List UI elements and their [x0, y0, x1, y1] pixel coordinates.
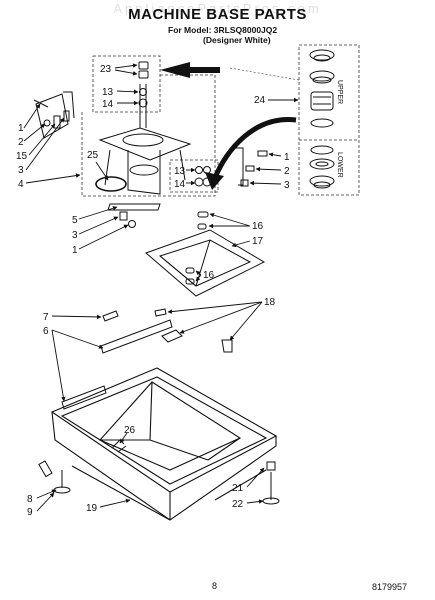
callout-6: 6: [43, 326, 49, 337]
leveling-foot-left: [38, 460, 71, 494]
document-number: 8179957: [372, 582, 408, 592]
callout-14-mid: 14: [174, 179, 186, 190]
curved-arrow-head: [205, 172, 224, 190]
callout-21: 21: [232, 483, 244, 494]
bearing-kit-box: [298, 44, 360, 196]
callout-3-right: 3: [284, 180, 290, 191]
callout-17: 17: [252, 236, 264, 247]
callout-2-right: 2: [284, 166, 290, 177]
callout-3-left: 3: [18, 165, 24, 176]
callout-9: 9: [27, 507, 33, 518]
callout-7: 7: [43, 312, 49, 323]
callout-19: 19: [86, 503, 98, 514]
callout-5: 5: [72, 215, 78, 226]
callout-16-top: 16: [252, 221, 264, 232]
watermark-text: AppliancePartsPros.com: [113, 1, 322, 16]
callout-16-lower: 16: [203, 270, 215, 281]
part-6-rails: [61, 319, 173, 410]
machine-base-frame: [50, 367, 278, 521]
callout-25: 25: [87, 150, 99, 161]
dashed-leader-to-bearing-kit: [229, 67, 300, 81]
callout-box-23-13-14: [92, 55, 161, 113]
variant-line: (Designer White): [203, 35, 271, 45]
lower-bearing-parts: [309, 145, 335, 189]
callout-2-left: 2: [18, 137, 24, 148]
curved-arrow-to-hub: [212, 117, 297, 179]
leader-lines: [23, 63, 299, 512]
part-16-clips: [185, 211, 209, 285]
part-18-clips: [154, 308, 233, 353]
callout-14-top: 14: [102, 99, 114, 110]
agitator-bracket-5-3-1: [107, 203, 161, 228]
callout-18: 18: [264, 297, 276, 308]
callout-1-left: 1: [18, 123, 24, 134]
upper-side-label: UPPER: [336, 80, 343, 104]
callout-4: 4: [18, 179, 24, 190]
right-clip-parts: [235, 147, 268, 187]
callout-22: 22: [232, 499, 244, 510]
box-parts-23-13-14: [138, 61, 149, 108]
callout-13-mid: 13: [174, 166, 186, 177]
leveling-foot-right: [262, 461, 280, 505]
page-title: MACHINE BASE PARTS: [128, 6, 307, 23]
part-7-clip: [102, 310, 119, 322]
callout-1-right: 1: [284, 152, 290, 163]
callout-23: 23: [100, 64, 112, 75]
callout-24: 24: [254, 95, 266, 106]
drive-seal-ring: [95, 176, 127, 192]
lower-side-label: LOWER: [336, 152, 343, 178]
callout-8: 8: [27, 494, 33, 505]
part-17-frame: [145, 229, 266, 297]
callout-13-top: 13: [102, 87, 114, 98]
callout-26: 26: [124, 425, 136, 436]
page-number: 8: [212, 581, 218, 591]
upper-bearing-parts: [309, 49, 335, 128]
callout-3-mid: 3: [72, 230, 78, 241]
agitator-drive-dashed-outline: [81, 74, 219, 197]
callout-1-mid: 1: [72, 245, 78, 256]
pointer-arrow-top: [160, 62, 220, 78]
callout-15: 15: [16, 151, 28, 162]
callout-numbers: 23 13 14 1 2 15 3 4 25 24 13 14 1 2 3 5 …: [16, 64, 290, 518]
model-line: For Model: 3RLSQ8000JQ2: [168, 25, 278, 35]
